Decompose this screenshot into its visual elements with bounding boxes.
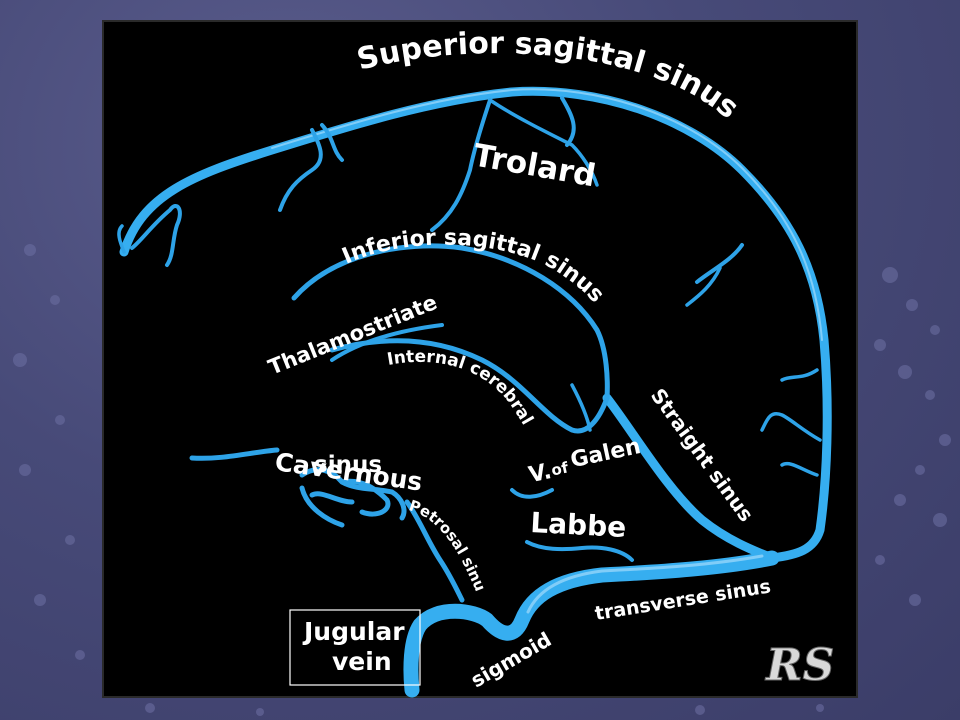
cortical-vein-4 xyxy=(320,123,344,162)
cortical-vein-10 xyxy=(780,462,819,477)
signature-rs: RS xyxy=(764,640,834,691)
cortical-vein-8 xyxy=(780,368,819,382)
cortical-vein-7 xyxy=(685,266,722,307)
trolard-branch-vessel xyxy=(488,98,599,187)
anatomy-labels: Superior sagittal sinus Trolard Inferior… xyxy=(102,20,835,692)
label-transverse-sinus: transverse sinus xyxy=(593,575,772,625)
label-trolard: Trolard xyxy=(471,137,599,194)
label-jugular: Jugular xyxy=(302,617,405,646)
label-labbe: Labbe xyxy=(530,506,627,544)
cortical-vein-6 xyxy=(695,243,744,284)
jugular-vein-label-box xyxy=(289,609,421,686)
label-of: of xyxy=(550,458,571,479)
cortical-vein-2 xyxy=(117,224,126,254)
internal-cerebral-vein-vessel xyxy=(329,338,610,434)
cortical-vein-1 xyxy=(130,204,182,267)
cortical-vein-9 xyxy=(760,412,822,442)
label-vein: vein xyxy=(332,647,392,676)
cortical-vein-3 xyxy=(278,128,323,212)
label-straight-sinus: Straight sinus xyxy=(646,384,759,526)
trolard-vein-vessel xyxy=(430,98,492,232)
labbe-vein-vessel xyxy=(510,488,634,562)
cavernous-sinus-vessel xyxy=(189,447,407,528)
straight-sinus-vessel xyxy=(602,393,777,563)
thalamostriate-vein-vessel xyxy=(330,323,444,362)
transverse-sinus-vessel xyxy=(403,550,780,698)
inferior-sagittal-sinus-vessel xyxy=(291,243,610,401)
superior-sagittal-sinus-highlight xyxy=(271,88,823,341)
label-internal-cerebral: Internal cerebral xyxy=(386,347,537,429)
label-vein-of-galen: V. of Galen xyxy=(527,434,643,488)
petrosal-sinus-vessel xyxy=(404,499,465,603)
superior-sagittal-sinus-vessel xyxy=(119,86,832,563)
transverse-sinus-highlight xyxy=(526,554,764,614)
label-cavernous-sinus: sinus xyxy=(314,452,382,478)
label-v: V. xyxy=(527,459,554,488)
basal-vein-vessel xyxy=(570,383,592,432)
cortical-vein-5 xyxy=(560,96,576,147)
cerebral-venous-diagram: Superior sagittal sinus Trolard Inferior… xyxy=(102,20,835,698)
label-galen: Galen xyxy=(568,434,643,473)
